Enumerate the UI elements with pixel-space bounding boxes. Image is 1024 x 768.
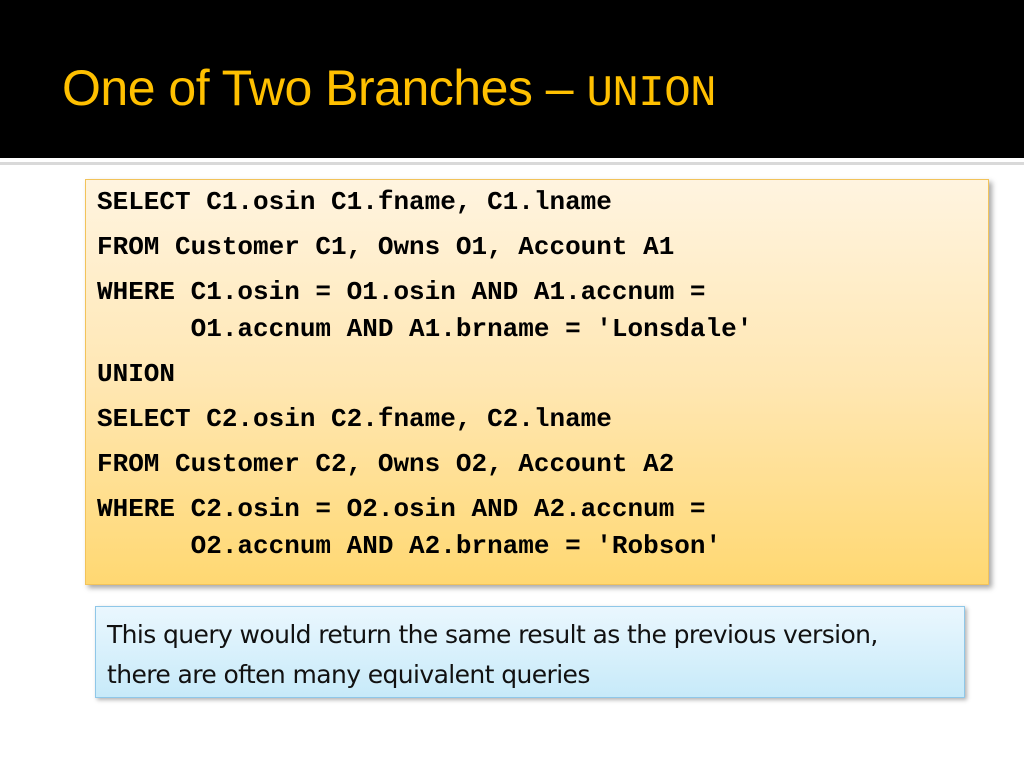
code-line-from-1: FROM Customer C1, Owns O1, Account A1 (97, 232, 675, 262)
title-divider (0, 162, 1024, 165)
code-line-where-1-cont: O1.accnum AND A1.brname = 'Lonsdale' (97, 314, 753, 344)
slide-title: One of Two Branches – UNION (62, 58, 717, 124)
code-line-select-2: SELECT C2.osin C2.fname, C2.lname (97, 404, 612, 434)
note-text: This query would return the same result … (107, 620, 878, 689)
note-callout: This query would return the same result … (95, 606, 965, 698)
code-line-where-2-cont: O2.accnum AND A2.brname = 'Robson' (97, 531, 722, 561)
slide-title-text: One of Two Branches – (62, 60, 587, 116)
sql-code-box: SELECT C1.osin C1.fname, C1.lname FROM C… (85, 179, 989, 585)
code-line-where-1: WHERE C1.osin = O1.osin AND A1.accnum = (97, 277, 706, 307)
title-bar (0, 0, 1024, 158)
slide-title-keyword: UNION (586, 69, 717, 119)
code-line-where-2: WHERE C2.osin = O2.osin AND A2.accnum = (97, 494, 706, 524)
code-line-from-2: FROM Customer C2, Owns O2, Account A2 (97, 449, 675, 479)
code-line-select-1: SELECT C1.osin C1.fname, C1.lname (97, 187, 612, 217)
code-line-union: UNION (97, 359, 176, 389)
